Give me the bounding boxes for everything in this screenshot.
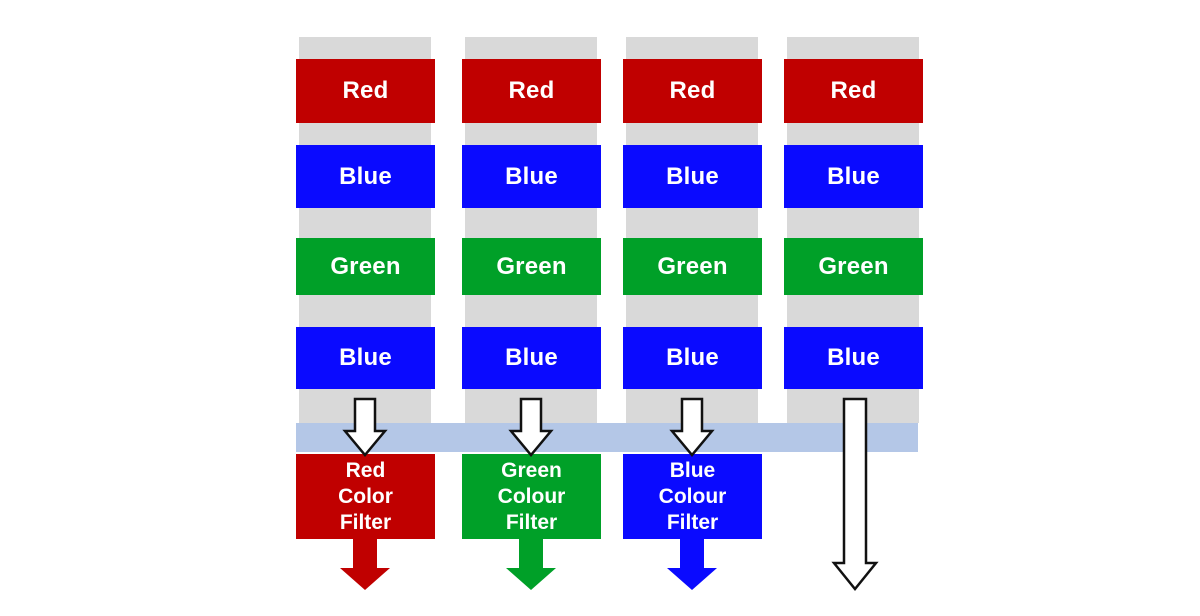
color-block-green: Green bbox=[462, 238, 601, 295]
color-block-label: Green bbox=[496, 252, 567, 280]
red-output-arrow-icon bbox=[340, 539, 390, 590]
color-block-blue: Blue bbox=[462, 145, 601, 208]
color-block-blue: Blue bbox=[296, 327, 435, 389]
color-block-label: Blue bbox=[339, 344, 392, 371]
green-colour-filter-block: Green Colour Filter bbox=[462, 454, 601, 539]
color-block-label: Blue bbox=[827, 162, 880, 190]
color-block-label: Red bbox=[508, 77, 555, 104]
color-block-red: Red bbox=[296, 59, 435, 123]
color-block-label: Blue bbox=[827, 344, 880, 371]
color-block-blue: Blue bbox=[784, 145, 923, 208]
color-block-green: Green bbox=[623, 238, 762, 295]
color-block-label: Blue bbox=[339, 162, 392, 190]
filter-layer-band bbox=[296, 423, 918, 452]
color-block-blue: Blue bbox=[296, 145, 435, 208]
color-block-red: Red bbox=[462, 59, 601, 123]
red-color-filter-block: Red Color Filter bbox=[296, 454, 435, 539]
color-block-label: Red bbox=[830, 77, 877, 104]
filter-label: Green Colour Filter bbox=[497, 458, 566, 534]
color-block-label: Blue bbox=[505, 344, 558, 371]
color-block-blue: Blue bbox=[623, 145, 762, 208]
color-block-label: Green bbox=[330, 252, 401, 280]
color-block-blue: Blue bbox=[462, 327, 601, 389]
color-block-label: Blue bbox=[666, 162, 719, 190]
filter-label: Red Color Filter bbox=[338, 458, 393, 534]
color-block-label: Blue bbox=[666, 344, 719, 371]
color-block-red: Red bbox=[623, 59, 762, 123]
color-block-label: Blue bbox=[505, 162, 558, 190]
color-block-red: Red bbox=[784, 59, 923, 123]
green-output-arrow-icon bbox=[506, 539, 556, 590]
filter-label: Blue Colour Filter bbox=[658, 458, 727, 534]
color-block-green: Green bbox=[784, 238, 923, 295]
color-block-label: Green bbox=[818, 252, 889, 280]
blue-colour-filter-block: Blue Colour Filter bbox=[623, 454, 762, 539]
color-block-blue: Blue bbox=[623, 327, 762, 389]
color-block-label: Red bbox=[669, 77, 716, 104]
color-block-label: Green bbox=[657, 252, 728, 280]
color-block-green: Green bbox=[296, 238, 435, 295]
color-block-blue: Blue bbox=[784, 327, 923, 389]
color-block-label: Red bbox=[342, 77, 389, 104]
blue-output-arrow-icon bbox=[667, 539, 717, 590]
